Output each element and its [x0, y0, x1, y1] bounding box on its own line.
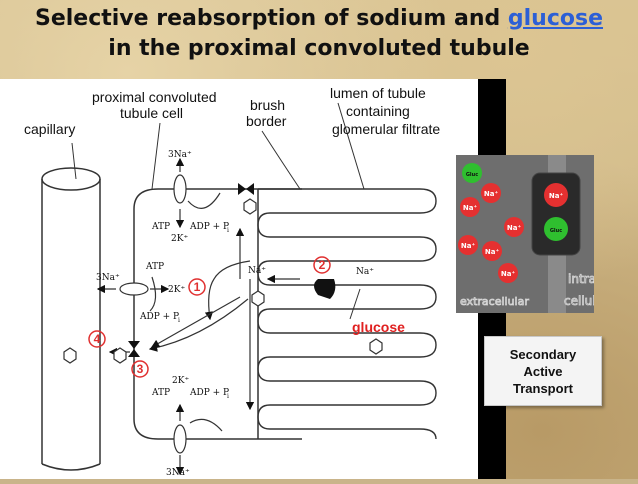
title-line-1: Selective reabsorption of sodium and glu… — [0, 4, 638, 34]
sodium-ball-4 — [458, 235, 478, 255]
chem-atp-mid: ATP — [145, 262, 164, 272]
chem-adp-bot: ADP + P — [189, 388, 229, 398]
step-marker-3 — [131, 360, 149, 378]
label-glucose: glucose — [352, 319, 405, 335]
label-capillary: capillary — [24, 121, 76, 137]
slide-title: Selective reabsorption of sodium and glu… — [0, 4, 638, 64]
glucose-link[interactable]: glucose — [507, 6, 604, 31]
diagram-svg: 1 2 3 4 3Na⁺ ATP ADP + P i 2K⁺ ATP 3Na⁺ … — [41, 102, 437, 478]
step-marker-2 — [313, 256, 331, 274]
label-pct-line2: tubule cell — [120, 105, 184, 121]
inset-label-gluc-1: Gluc — [466, 172, 478, 178]
inset-label-na-2: Na⁺ — [463, 204, 478, 212]
intracellular-flow-arrows — [108, 227, 300, 411]
chem-atp-bot: ATP — [151, 388, 170, 398]
chem-na-lumen-in: Na⁺ — [248, 266, 266, 276]
glucose-ball-left — [462, 163, 482, 183]
label-pct-line1: proximal convoluted — [92, 89, 217, 105]
traffic-light-inset: Gluc Na⁺ Na⁺ Na⁺ Na⁺ Na⁺ Na⁺ Na⁺ Gluc ex… — [456, 155, 608, 313]
step-3-number: 3 — [137, 362, 144, 376]
inset-label-cellular: cellular — [564, 294, 594, 308]
chem-sub-i-bot: i — [227, 393, 229, 400]
inset-label-extracellular: extracellular — [460, 295, 529, 308]
sodium-ball-3 — [504, 217, 524, 237]
chem-sub-i-mid: i — [178, 317, 180, 324]
chem-2k-top: 2K⁺ — [171, 234, 188, 244]
reabsorption-diagram: 1 2 3 4 3Na⁺ ATP ADP + P i 2K⁺ ATP 3Na⁺ … — [0, 79, 478, 479]
chem-atp-top: ATP — [151, 222, 170, 232]
label-lumen-line1: lumen of tubule — [330, 85, 426, 101]
glucose-molecules — [63, 198, 383, 364]
sodium-ball-light — [544, 183, 568, 207]
chem-adp-mid: ADP + P — [139, 312, 179, 322]
inset-label-intra: intra- — [568, 272, 594, 286]
inset-molecules: Gluc Na⁺ Na⁺ Na⁺ Na⁺ Na⁺ Na⁺ Na⁺ Gluc — [458, 163, 568, 283]
title-text: Selective reabsorption of sodium and — [34, 6, 508, 31]
glucose-ball-light — [544, 217, 568, 241]
step-marker-1 — [188, 278, 206, 296]
step-2-number: 2 — [319, 258, 326, 272]
sodium-ball-1 — [481, 183, 501, 203]
sodium-potassium-pump-top — [173, 157, 221, 229]
callout-line-2: Active — [523, 363, 563, 379]
chem-3na-bot: 3Na⁺ — [166, 468, 190, 478]
inset-label-gluc-2: Gluc — [550, 228, 562, 234]
step-4-number: 4 — [94, 332, 101, 346]
inset-label-na-6: Na⁺ — [501, 270, 516, 278]
callout-line-1: Secondary — [509, 346, 577, 362]
sodium-ball-6 — [498, 263, 518, 283]
brush-border — [257, 188, 437, 440]
label-brush-line2: border — [246, 113, 287, 129]
label-lumen-line3: glomerular filtrate — [332, 121, 441, 137]
inset-label-na-1: Na⁺ — [484, 190, 499, 198]
chem-2k-bot: 2K⁺ — [172, 376, 189, 386]
chem-na-lumen-out: Na⁺ — [356, 267, 374, 277]
transporter-proteins — [128, 183, 336, 357]
chem-sub-i-top: i — [227, 227, 229, 234]
secondary-active-transport-callout: Secondary Active Transport — [484, 336, 602, 406]
label-leaders — [71, 102, 365, 320]
chem-3na-top: 3Na⁺ — [168, 150, 192, 160]
inset-label-na-5: Na⁺ — [485, 248, 500, 256]
step-marker-4 — [88, 330, 106, 348]
chem-3na-mid: 3Na⁺ — [96, 273, 120, 283]
label-lumen-line2: containing — [346, 103, 410, 119]
inset-label-na-4: Na⁺ — [461, 242, 476, 250]
inset-label-na-3: Na⁺ — [507, 224, 522, 232]
sodium-ball-5 — [482, 241, 502, 261]
step-1-number: 1 — [194, 280, 201, 294]
capillary-cylinder — [41, 167, 101, 471]
sodium-potassium-pump-middle — [96, 276, 170, 312]
inset-svg: Gluc Na⁺ Na⁺ Na⁺ Na⁺ Na⁺ Na⁺ Na⁺ Gluc ex… — [456, 155, 608, 313]
sodium-ball-2 — [460, 197, 480, 217]
label-brush-line1: brush — [250, 97, 286, 113]
inset-label-na-7: Na⁺ — [549, 192, 564, 200]
step-markers — [88, 256, 331, 378]
chem-2k-mid: 2K⁺ — [168, 285, 185, 295]
callout-line-3: Transport — [513, 380, 573, 396]
chem-adp-top: ADP + P — [189, 222, 229, 232]
title-line-2: in the proximal convoluted tubule — [108, 36, 530, 61]
sodium-potassium-pump-bottom — [173, 403, 223, 476]
